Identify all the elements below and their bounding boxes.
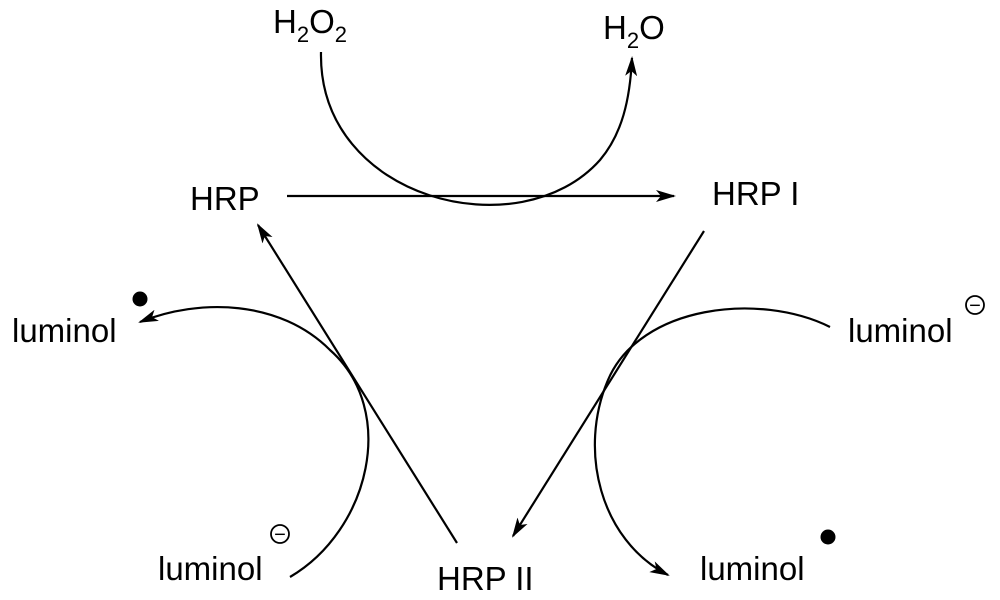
arrow-luminol-anion-to-radical-left [138, 305, 370, 578]
radical-dot-left [132, 291, 148, 307]
luminol-radical-right-label: luminol [700, 550, 805, 587]
arrow-hrp-ii-to-hrp [256, 223, 458, 544]
negative-charge-right: − [965, 295, 985, 317]
arrow-luminol-anion-to-radical-right [593, 307, 831, 576]
arrow-h2o2-to-h2o [319, 51, 638, 206]
luminol-anion-right-label: luminol [848, 312, 953, 349]
svg-text:−: − [274, 524, 286, 546]
luminol-anion-left-label: luminol [158, 550, 263, 587]
luminol-radical-left-label: luminol [12, 312, 117, 349]
negative-charge-left: − [270, 524, 290, 546]
svg-text:−: − [969, 295, 981, 317]
hrp-i-label: HRP I [712, 175, 799, 212]
radical-dot-right [820, 529, 836, 545]
h2o2-label: H2O2 [273, 3, 347, 47]
hrp-label: HRP [190, 180, 260, 217]
hrp-ii-label: HRP II [437, 560, 534, 597]
arrow-hrp-i-to-hrp-ii [511, 230, 705, 538]
h2o-label: H2O [603, 9, 665, 53]
